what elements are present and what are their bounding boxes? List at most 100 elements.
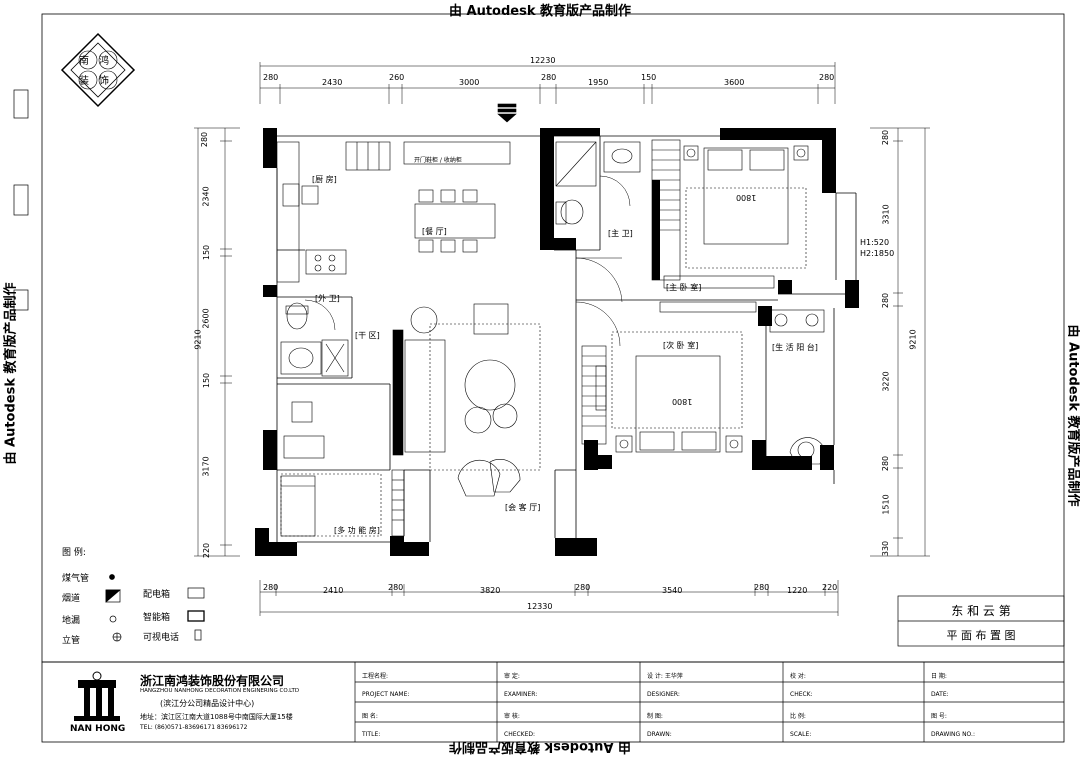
room-label-living: [会 客 厅]	[505, 502, 540, 513]
dim-bottom-seg-9: 220	[822, 583, 837, 592]
logo-char-1: 南	[79, 52, 89, 67]
company-name-cn: 浙江南鸿装饰股份有限公司	[140, 672, 284, 689]
tb-col3-row3: 制 图:	[647, 711, 663, 720]
dim-left-seg-2: 2340	[202, 186, 211, 206]
room-label-master-bed: [主 卧 室]	[666, 282, 701, 293]
dim-right-seg-2: 3310	[882, 204, 891, 224]
dim-left-seg-4: 2600	[202, 308, 211, 328]
room-label-multi: [多 功 能 房]	[334, 525, 380, 536]
tb-col1-row2: PROJECT NAME:	[362, 691, 409, 698]
dim-top-seg-5: 280	[541, 73, 556, 82]
dim-top-total: 12230	[530, 56, 555, 65]
company-branch: (滨江分公司精品设计中心)	[160, 698, 254, 709]
structural-walls	[255, 128, 859, 556]
window-h1-label: H1:520	[860, 238, 889, 247]
room-label-dining: [餐 厅]	[422, 226, 447, 237]
tb-col3-row2: DESIGNER:	[647, 691, 680, 698]
tb-col5-row1: 日 期:	[931, 671, 947, 680]
legend-smart-box: 智能箱	[143, 610, 170, 623]
tb-col2-row4: CHECKED:	[504, 731, 535, 738]
dim-left-total: 9210	[194, 329, 203, 349]
dim-top-seg-7: 150	[641, 73, 656, 82]
legend-flue: 烟道	[62, 591, 80, 604]
legend-power-box: 配电箱	[143, 587, 170, 600]
top-dimension-lines	[260, 62, 835, 104]
logo-char-3: 装	[79, 72, 89, 87]
dim-left-seg-1: 280	[200, 132, 209, 147]
tb-col4-row1: 校 对:	[790, 671, 806, 680]
dim-left-seg-7: 220	[202, 543, 211, 558]
dim-right-total: 9210	[909, 329, 918, 349]
door-swings	[305, 176, 630, 346]
dim-left-seg-6: 3170	[202, 456, 211, 476]
second-bed-size: 1800	[672, 397, 692, 406]
dim-bottom-seg-5: 280	[575, 583, 590, 592]
living-fixtures	[393, 304, 540, 496]
dim-right-seg-4: 3220	[882, 371, 891, 391]
dim-top-seg-4: 3000	[459, 78, 479, 87]
dim-top-seg-2: 2430	[322, 78, 342, 87]
tb-col1-row4: TITLE:	[362, 731, 380, 738]
company-logo-text: NAN HONG	[70, 724, 125, 734]
company-logo-diamond	[62, 34, 134, 106]
dim-right-seg-7: 330	[881, 541, 890, 556]
master-bed-size: 1800	[736, 193, 756, 202]
room-label-second-bed: [次 卧 室]	[663, 340, 698, 351]
dim-bottom-total: 12330	[527, 602, 552, 611]
dim-top-seg-6: 1950	[588, 78, 608, 87]
dim-right-seg-5: 280	[881, 456, 890, 471]
dim-bottom-seg-6: 3540	[662, 586, 682, 595]
tb-col2-row1: 审 定:	[504, 671, 520, 680]
project-name: 东 和 云 第	[898, 602, 1064, 619]
dim-top-seg-3: 260	[389, 73, 404, 82]
balcony-fixtures	[770, 310, 824, 464]
nanhong-logo-mark	[74, 672, 120, 721]
tb-col5-row2: DATE:	[931, 691, 949, 698]
dim-bottom-seg-7: 280	[754, 583, 769, 592]
drawing-name: 平 面 布 置 图	[898, 627, 1064, 643]
tb-col4-row4: SCALE:	[790, 731, 811, 738]
tb-col2-row2: EXAMINER:	[504, 691, 537, 698]
shoe-cabinet-label: 开门鞋柜 / 收纳柜	[414, 155, 462, 164]
right-dimension-lines	[870, 128, 930, 556]
logo-char-4: 饰	[99, 72, 109, 87]
legend-drain: 地漏	[62, 613, 80, 626]
dim-right-seg-1: 280	[881, 130, 890, 145]
legend-title: 图 例:	[62, 545, 86, 558]
tb-col4-row3: 比 例:	[790, 711, 806, 720]
room-label-dry-zone: [干 区]	[355, 330, 380, 341]
dim-left-seg-3: 150	[202, 245, 211, 260]
multi-room-fixtures	[281, 402, 404, 536]
company-name-en: HANGZHOU NANHONG DECORATION ENGINERING C…	[140, 688, 299, 694]
dim-left-seg-5: 150	[202, 373, 211, 388]
room-label-master-bath: [主 卫]	[608, 228, 633, 239]
company-tel: TEL: (86)0571-83696171 83696172	[140, 724, 247, 731]
tb-col1-row3: 图 名:	[362, 711, 378, 720]
dim-bottom-seg-2: 2410	[323, 586, 343, 595]
kitchen-fixtures	[277, 142, 390, 282]
legend-video-phone: 可视电话	[143, 630, 179, 643]
dim-top-seg-9: 280	[819, 73, 834, 82]
window-h2-label: H2:1850	[860, 249, 894, 258]
tb-col2-row3: 审 核:	[504, 711, 520, 720]
dim-right-seg-3: 280	[881, 293, 890, 308]
tb-col5-row4: DRAWING NO.:	[931, 731, 975, 738]
dim-top-seg-8: 3600	[724, 78, 744, 87]
tb-col1-row1: 工程名程:	[362, 671, 388, 680]
tb-col5-row3: 图 号:	[931, 711, 947, 720]
dim-bottom-seg-3: 280	[388, 583, 403, 592]
room-label-guest-bath: [外 卫]	[315, 293, 340, 304]
second-bed-fixtures	[582, 332, 742, 452]
company-address: 地址：滨江区江南大道1088号中南国际大厦15楼	[140, 712, 293, 722]
room-label-kitchen: [厨 房]	[312, 174, 337, 185]
dim-bottom-seg-8: 1220	[787, 586, 807, 595]
tb-col4-row2: CHECK:	[790, 691, 813, 698]
legend-riser: 立管	[62, 633, 80, 646]
logo-char-2: 鸿	[99, 52, 109, 67]
legend-gas: 煤气管	[62, 571, 89, 584]
dining-fixtures	[404, 104, 516, 252]
dim-bottom-seg-4: 3820	[480, 586, 500, 595]
dim-right-seg-6: 1510	[882, 494, 891, 514]
dim-bottom-seg-1: 280	[263, 583, 278, 592]
tb-col3-row1: 设 计: 王华萍	[647, 671, 683, 680]
